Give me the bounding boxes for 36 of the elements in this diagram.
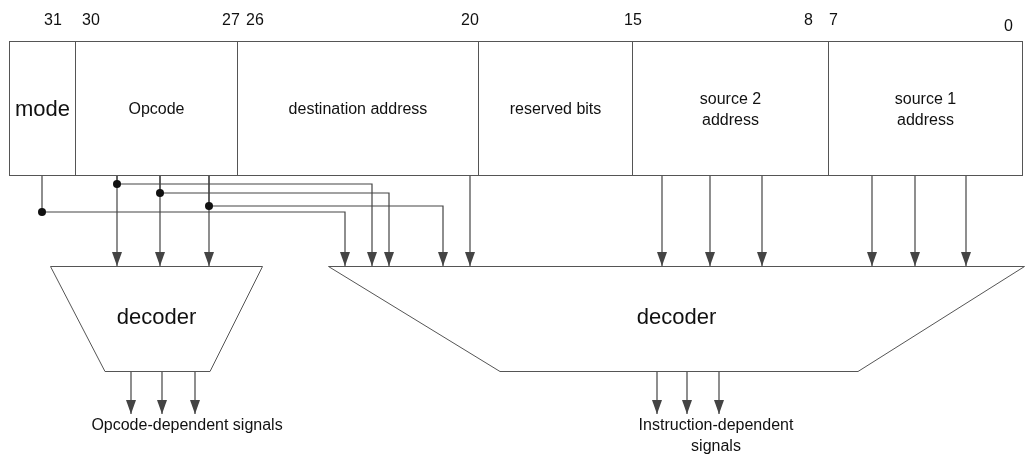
bit-number: 31: [44, 11, 62, 29]
output-label: Opcode-dependent signals: [47, 414, 327, 435]
signal-arrow: [657, 175, 667, 267]
bit-number: 8: [804, 11, 813, 29]
register-field: reserved bits: [478, 41, 633, 176]
bit-number: 0: [1004, 17, 1013, 35]
signal-arrow: [867, 175, 877, 267]
register-field: source 1 address: [828, 41, 1023, 176]
signal-arrow: [714, 371, 724, 415]
bit-number: 27: [222, 11, 240, 29]
signal-arrow: [208, 175, 448, 267]
output-label: Instruction-dependent signals: [631, 414, 801, 456]
signal-arrow: [652, 371, 662, 415]
signal-arrow: [157, 371, 167, 415]
bit-number: 26: [246, 11, 264, 29]
decoder-label: decoder: [115, 304, 198, 330]
bit-number: 20: [461, 11, 479, 29]
register-field: mode: [9, 41, 76, 176]
signal-arrow: [757, 175, 767, 267]
signal-arrow: [126, 371, 136, 415]
signal-arrow: [190, 371, 200, 415]
signal-arrow: [465, 175, 475, 267]
signal-arrow: [41, 175, 350, 267]
signal-arrow: [116, 175, 377, 267]
register-field: source 2 address: [632, 41, 829, 176]
signal-arrow: [961, 175, 971, 267]
decoder-label: decoder: [635, 304, 718, 330]
signal-arrow: [159, 175, 394, 267]
bit-number: 15: [624, 11, 642, 29]
signal-arrow: [910, 175, 920, 267]
signal-arrow: [705, 175, 715, 267]
bit-number: 7: [829, 11, 838, 29]
bit-number: 30: [82, 11, 100, 29]
register-field: destination address: [237, 41, 479, 176]
signal-arrow: [682, 371, 692, 415]
register-field: Opcode: [75, 41, 238, 176]
